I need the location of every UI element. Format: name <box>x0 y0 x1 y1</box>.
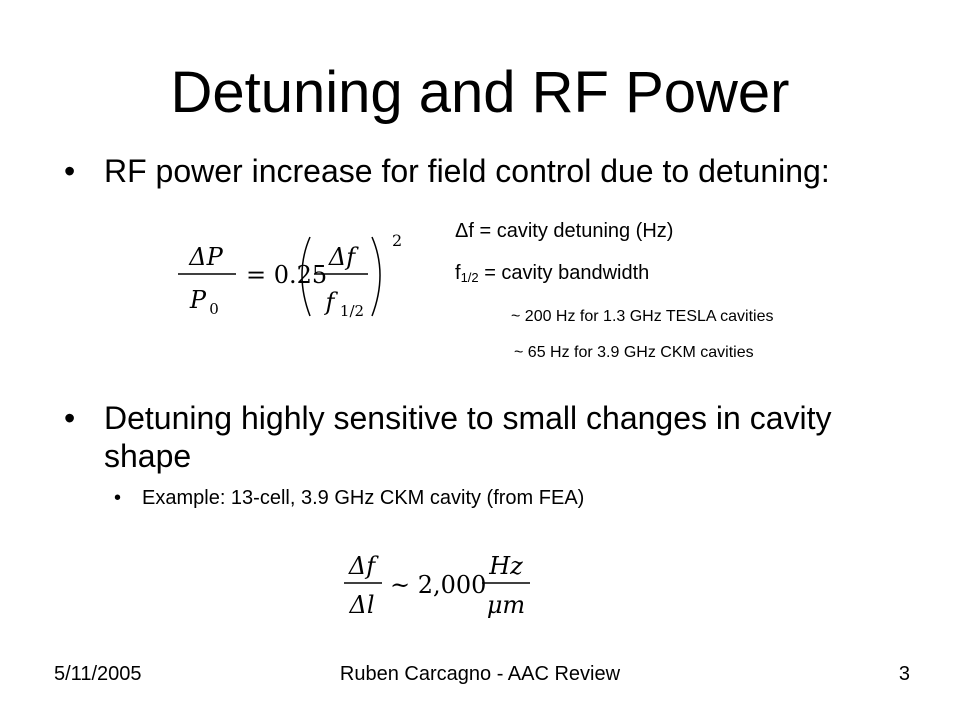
rf-power-equation: ΔP P 0 = 0.25 Δf f 1/2 2 <box>178 231 402 320</box>
bandwidth-text: = cavity bandwidth <box>478 262 650 284</box>
eq2-approx-value: ~ 2,000 <box>390 571 486 599</box>
eq1-rhs-denominator: f <box>324 288 339 316</box>
eq1-coefficient: = 0.25 <box>246 261 327 289</box>
eq2-denominator-2: μm <box>487 591 525 619</box>
eq1-rhs-numerator: Δf <box>328 243 359 271</box>
eq2-numerator-1: Δf <box>348 552 379 580</box>
note-ckm: ~ 65 Hz for 3.9 GHz CKM cavities <box>514 344 754 361</box>
slide-title: Detuning and RF Power <box>170 60 790 125</box>
eq2-numerator-2: Hz <box>488 552 523 580</box>
eq1-left-paren <box>301 236 311 317</box>
eq1-rhs-denominator-sub: 1/2 <box>340 302 364 320</box>
bullet-marker: • <box>64 400 76 436</box>
footer-date: 5/11/2005 <box>54 663 142 685</box>
eq1-lhs-denominator-sub: 0 <box>209 300 219 318</box>
sub-bullet-text: Example: 13-cell, 3.9 GHz CKM cavity (fr… <box>142 487 585 509</box>
footer-page-number: 3 <box>898 663 910 685</box>
bandwidth-symbol-sub: 1/2 <box>460 270 479 285</box>
bullet-detuning-sensitivity: • Detuning highly sensitive to small cha… <box>64 399 864 475</box>
sub-bullet-marker: • <box>114 487 122 509</box>
note-tesla: ~ 200 Hz for 1.3 GHz TESLA cavities <box>511 308 774 325</box>
definition-delta-f: Δf = cavity detuning (Hz) <box>455 220 674 242</box>
bandwidth-symbol: f <box>455 262 461 284</box>
bullet-rf-power: • RF power increase for field control du… <box>64 152 924 190</box>
footer-presenter: Ruben Carcagno - AAC Review <box>339 663 621 685</box>
bullet-marker: • <box>64 153 76 189</box>
sub-bullet-example: • Example: 13-cell, 3.9 GHz CKM cavity (… <box>114 485 584 511</box>
definition-bandwidth: f1/2 = cavity bandwidth <box>455 261 649 290</box>
eq1-lhs-numerator: ΔP <box>188 243 223 271</box>
bullet-text: Detuning highly sensitive to small chang… <box>104 400 832 474</box>
eq1-exponent: 2 <box>392 231 402 250</box>
bullet-text: RF power increase for field control due … <box>104 153 830 189</box>
eq1-lhs-denominator: P <box>189 286 207 314</box>
eq1-right-paren <box>371 236 381 317</box>
detuning-sensitivity-equation: Δf Δl ~ 2,000 Hz μm <box>344 552 530 619</box>
eq2-denominator-1: Δl <box>348 591 374 619</box>
